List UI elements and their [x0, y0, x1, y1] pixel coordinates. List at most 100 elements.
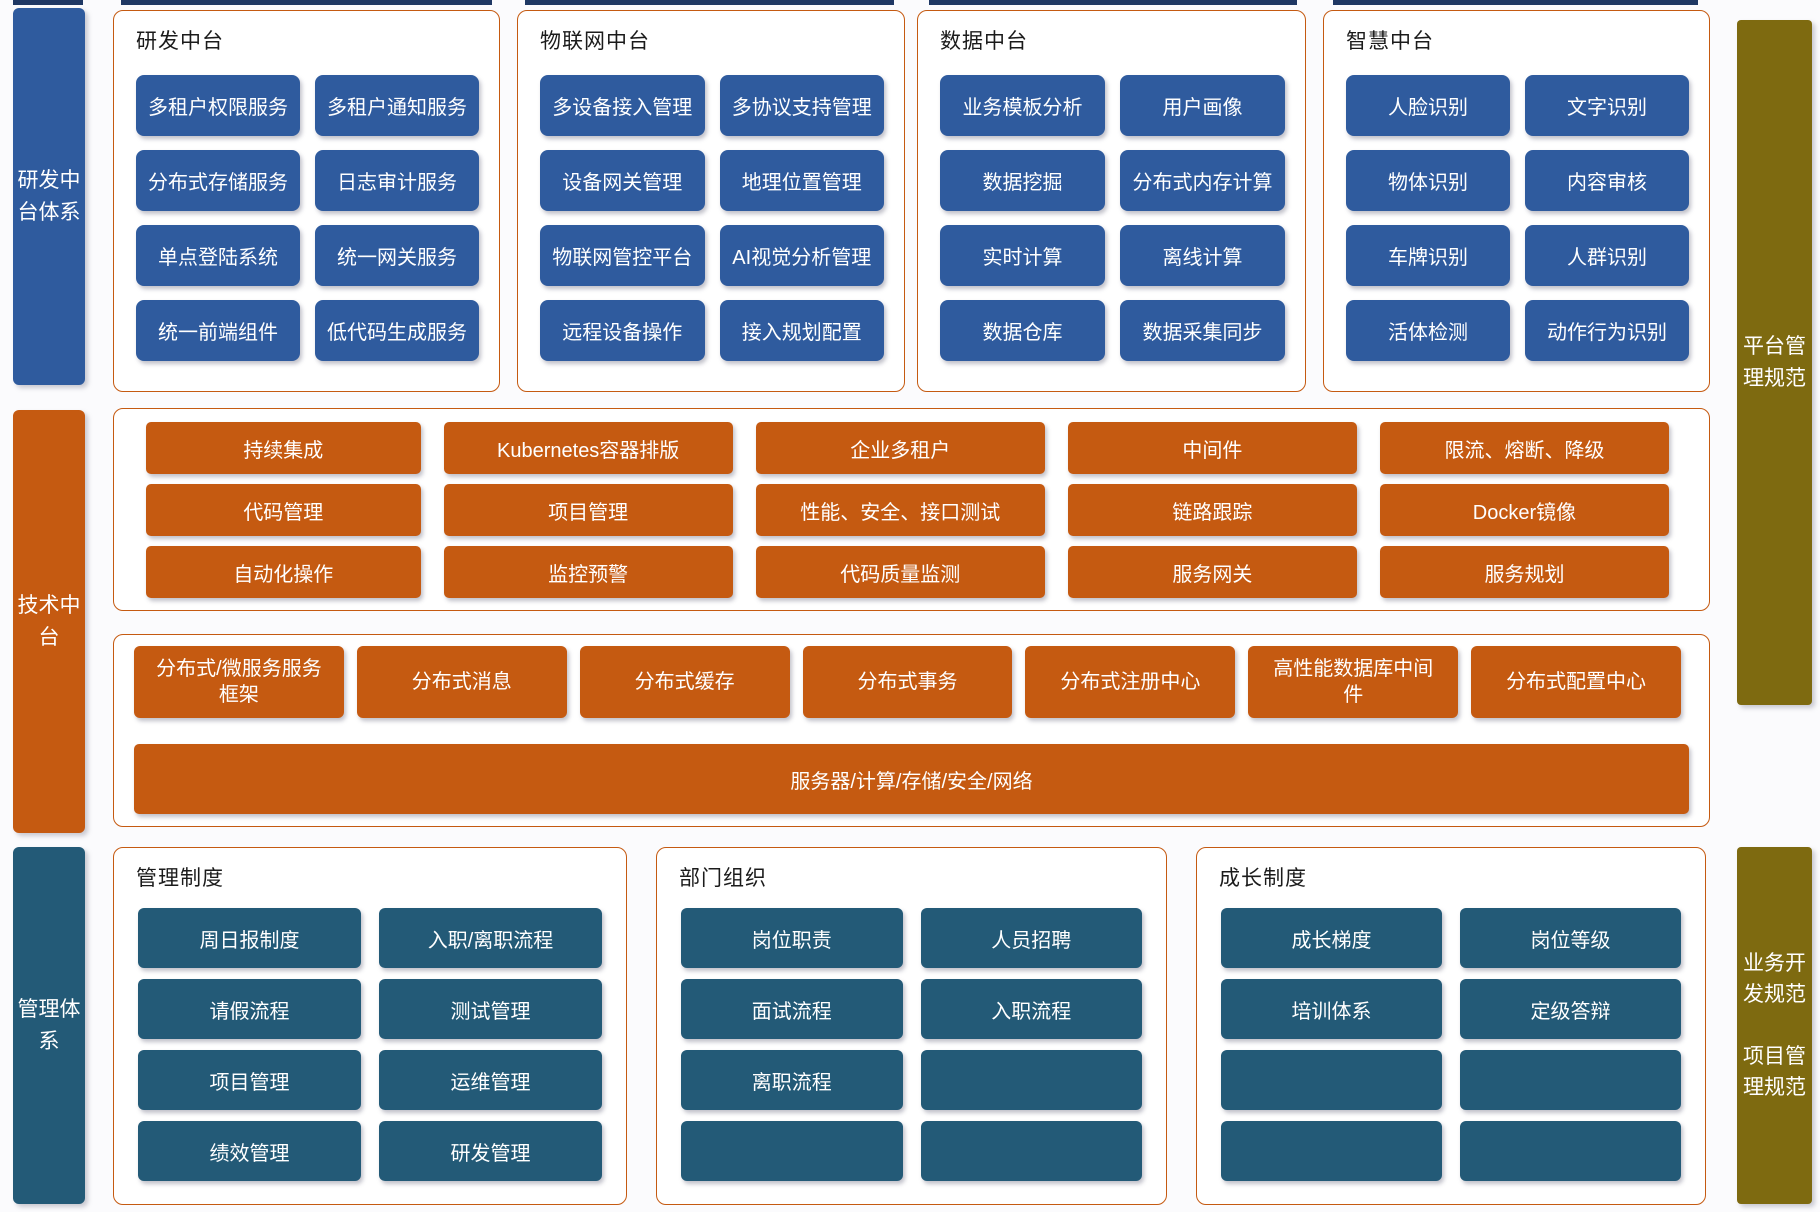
service-block: 数据采集同步: [1120, 300, 1285, 361]
service-block: 统一前端组件: [136, 300, 300, 361]
tech-block: 服务网关: [1067, 546, 1357, 598]
rule-block: 请假流程: [138, 979, 361, 1039]
service-block: 低代码生成服务: [315, 300, 479, 361]
service-block: 离线计算: [1120, 225, 1285, 286]
tech-block: 项目管理: [443, 484, 733, 536]
rule-block: 入职/离职流程: [379, 908, 602, 968]
growth-block: 培训体系: [1221, 979, 1442, 1039]
service-block: 接入规划配置: [719, 300, 884, 361]
panel-data-platform: 数据中台 业务模板分析用户画像数据挖掘分布式内存计算实时计算离线计算数据仓库数据…: [917, 10, 1306, 392]
service-block: 内容审核: [1525, 150, 1689, 211]
tech-block: 持续集成: [146, 422, 421, 474]
infra-block: 分布式事务: [802, 646, 1013, 718]
tech-block: 企业多租户: [755, 422, 1045, 474]
rail-business-project-spec: 业务开发规范 项目管理规范: [1737, 847, 1812, 1204]
distributed-grid: 分布式/微服务服务框架分布式消息分布式缓存分布式事务分布式注册中心高性能数据库中…: [134, 646, 1681, 718]
infra-block: 分布式/微服务服务框架: [134, 646, 344, 718]
service-block: 多租户通知服务: [315, 75, 479, 136]
data-platform-grid: 业务模板分析用户画像数据挖掘分布式内存计算实时计算离线计算数据仓库数据采集同步: [940, 75, 1285, 361]
infra-block: 分布式配置中心: [1471, 646, 1681, 718]
org-block: 岗位职责: [681, 908, 903, 968]
infra-block: 分布式消息: [356, 646, 567, 718]
org-block: [920, 1121, 1142, 1181]
rnd-platform-grid: 多租户权限服务多租户通知服务分布式存储服务日志审计服务单点登陆系统统一网关服务统…: [136, 75, 479, 361]
org-block: 离职流程: [681, 1050, 903, 1110]
service-block: 文字识别: [1525, 75, 1689, 136]
service-block: 人脸识别: [1346, 75, 1510, 136]
panel-title: 研发中台: [136, 30, 224, 53]
panel-title: 智慧中台: [1346, 30, 1434, 53]
tech-block: Docker镜像: [1379, 484, 1669, 536]
rail-management-system: 管理体系: [13, 847, 85, 1204]
rule-block: 研发管理: [379, 1121, 602, 1181]
tech-block: 限流、熔断、降级: [1379, 422, 1669, 474]
tech-block: Kubernetes容器排版: [443, 422, 733, 474]
rail-rnd-platform-system: 研发中台体系: [13, 8, 85, 385]
infra-block: 分布式注册中心: [1025, 646, 1236, 718]
tech-block: 自动化操作: [146, 546, 421, 598]
rail-platform-management-spec: 平台管理规范: [1737, 20, 1812, 705]
tech-block: 监控预警: [443, 546, 733, 598]
service-block: 车牌识别: [1346, 225, 1510, 286]
panel-title: 成长制度: [1219, 867, 1307, 890]
growth-block: [1460, 1121, 1681, 1181]
org-block: 入职流程: [920, 979, 1142, 1039]
service-block: 单点登陆系统: [136, 225, 300, 286]
top-strip: [929, 0, 1297, 5]
growth-block: [1460, 1050, 1681, 1110]
service-block: 多租户权限服务: [136, 75, 300, 136]
infra-block: 高性能数据库中间件: [1248, 646, 1459, 718]
department-org-grid: 岗位职责人员招聘面试流程入职流程离职流程: [681, 908, 1142, 1181]
rule-block: 绩效管理: [138, 1121, 361, 1181]
top-strip: [121, 0, 492, 5]
org-block: 人员招聘: [920, 908, 1142, 968]
biz-dev-spec-label: 业务开发规范: [1743, 951, 1806, 1007]
infra-base-bar: 服务器/计算/存储/安全/网络: [134, 744, 1689, 814]
service-block: 物体识别: [1346, 150, 1510, 211]
tech-block: 链路跟踪: [1067, 484, 1357, 536]
growth-block: 成长梯度: [1221, 908, 1442, 968]
rule-block: 周日报制度: [138, 908, 361, 968]
panel-title: 数据中台: [940, 30, 1028, 53]
panel-title: 管理制度: [136, 867, 224, 890]
service-block: 数据仓库: [940, 300, 1105, 361]
service-block: 日志审计服务: [315, 150, 479, 211]
service-block: 动作行为识别: [1525, 300, 1689, 361]
org-block: 面试流程: [681, 979, 903, 1039]
service-block: 人群识别: [1525, 225, 1689, 286]
org-block: [920, 1050, 1142, 1110]
service-block: 数据挖掘: [940, 150, 1105, 211]
service-block: 多协议支持管理: [719, 75, 884, 136]
service-block: 用户画像: [1120, 75, 1285, 136]
top-strip: [1333, 0, 1698, 5]
service-block: 分布式存储服务: [136, 150, 300, 211]
tech-block: 服务规划: [1379, 546, 1669, 598]
rule-block: 项目管理: [138, 1050, 361, 1110]
panel-ai-platform: 智慧中台 人脸识别文字识别物体识别内容审核车牌识别人群识别活体检测动作行为识别: [1323, 10, 1710, 392]
tech-block: 代码管理: [146, 484, 421, 536]
service-block: 物联网管控平台: [540, 225, 705, 286]
growth-rules-grid: 成长梯度岗位等级培训体系定级答辩: [1221, 908, 1681, 1181]
top-strip: [525, 0, 894, 5]
service-block: 地理位置管理: [719, 150, 884, 211]
rail-tech-platform: 技术中台: [13, 410, 85, 833]
growth-block: 定级答辩: [1460, 979, 1681, 1039]
org-block: [681, 1121, 903, 1181]
panel-title: 物联网中台: [540, 30, 650, 53]
panel-management-rules: 管理制度 周日报制度入职/离职流程请假流程测试管理项目管理运维管理绩效管理研发管…: [113, 847, 627, 1205]
growth-block: [1221, 1121, 1442, 1181]
ai-platform-grid: 人脸识别文字识别物体识别内容审核车牌识别人群识别活体检测动作行为识别: [1346, 75, 1689, 361]
panel-department-org: 部门组织 岗位职责人员招聘面试流程入职流程离职流程: [656, 847, 1167, 1205]
service-block: 远程设备操作: [540, 300, 705, 361]
service-block: 设备网关管理: [540, 150, 705, 211]
growth-block: [1221, 1050, 1442, 1110]
rule-block: 测试管理: [379, 979, 602, 1039]
project-mgmt-spec-label: 项目管理规范: [1743, 1044, 1806, 1100]
top-strip: [13, 0, 83, 5]
service-block: AI视觉分析管理: [719, 225, 884, 286]
